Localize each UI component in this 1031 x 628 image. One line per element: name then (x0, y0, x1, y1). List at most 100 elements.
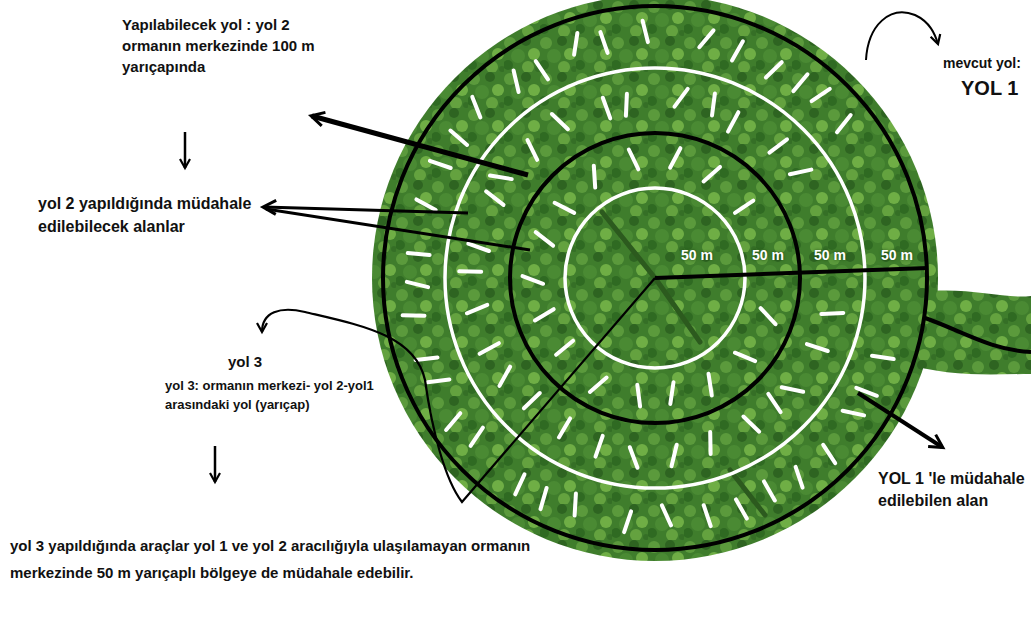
white-dash (471, 428, 483, 446)
white-dash (807, 344, 828, 351)
white-dash (536, 232, 553, 246)
white-dash (766, 62, 782, 77)
white-dash (594, 166, 595, 188)
road-3-title: yol 3 (228, 352, 288, 372)
white-dash (626, 94, 627, 116)
white-dash (523, 276, 544, 284)
white-dash (823, 445, 835, 463)
road-2-note: Yapılabilecek yol : yol 2 ormanın merkez… (122, 14, 327, 77)
white-dash (793, 74, 807, 91)
leader-arrow (312, 116, 528, 175)
white-dash (675, 89, 688, 107)
white-dash (728, 112, 738, 131)
road-1-name: YOL 1 (961, 76, 1027, 100)
intervention-dashes (403, 21, 894, 532)
white-dash (735, 353, 755, 361)
dimension: 50 m (675, 246, 719, 264)
white-dash (662, 505, 671, 525)
road-1-area-note: YOL 1 'le müdahale edilebilen alan (878, 468, 1026, 512)
white-dash (467, 305, 487, 313)
white-dash (821, 313, 843, 314)
white-dash (480, 343, 499, 354)
dimension: 50 m (746, 246, 790, 264)
white-dash (416, 358, 438, 361)
white-dash (515, 474, 524, 494)
white-dash (837, 115, 851, 132)
down-arrow (184, 132, 187, 168)
down-arrow (214, 446, 217, 482)
road-1-exit (925, 318, 1031, 352)
white-dash (428, 379, 450, 382)
white-dash (446, 413, 460, 430)
white-dash (430, 161, 451, 168)
white-dash (559, 418, 570, 437)
white-dash (552, 114, 568, 129)
road-1-title: mevcut yol: (943, 54, 1027, 72)
white-dash (782, 387, 804, 392)
white-dash (528, 140, 538, 160)
white-dash (541, 488, 547, 509)
white-dash (637, 385, 640, 407)
white-dash (472, 97, 480, 118)
white-dash (624, 511, 631, 532)
leader-arrow (858, 393, 942, 447)
white-dash (600, 32, 607, 53)
white-dash (459, 269, 481, 274)
dimension: 50 m (808, 246, 852, 264)
white-dash (699, 30, 713, 47)
white-dash (768, 394, 780, 412)
white-dash (514, 71, 519, 93)
white-dash (743, 417, 759, 432)
white-dash (535, 309, 554, 320)
forest-area (372, 0, 1031, 561)
white-dash (872, 356, 894, 359)
white-dash (416, 199, 435, 210)
white-dash (575, 494, 576, 516)
white-dash (403, 313, 425, 318)
white-dash (629, 150, 639, 170)
white-dash (590, 378, 607, 392)
white-dash (708, 432, 712, 454)
white-dash (843, 411, 865, 416)
white-dash (672, 445, 677, 466)
white-dash (556, 341, 573, 355)
white-dash (596, 436, 603, 457)
white-dash (735, 201, 753, 213)
white-dash (536, 61, 548, 79)
white-dash (670, 382, 673, 404)
dimension: 50 m (875, 246, 919, 264)
white-dash (408, 253, 430, 255)
white-dash (712, 94, 715, 116)
white-dash (790, 170, 812, 175)
white-dash (468, 244, 489, 251)
leader-arrow (266, 209, 530, 250)
white-dash (812, 89, 830, 101)
white-dash (796, 467, 803, 488)
white-dash (670, 148, 680, 168)
white-dash (450, 131, 467, 145)
white-dash (555, 203, 575, 213)
white-dash (643, 21, 648, 42)
white-dash (709, 374, 712, 396)
white-dash (490, 176, 512, 180)
white-dash (574, 33, 577, 55)
white-dash (486, 191, 503, 205)
white-dash (704, 167, 720, 182)
white-dash (761, 308, 776, 324)
road-3-note: yol 3: ormanın merkezi- yol 2-yol1 arası… (165, 376, 397, 414)
white-dash (603, 98, 611, 119)
white-dash (524, 393, 540, 408)
white-dash (736, 499, 747, 518)
radius-line (655, 268, 928, 278)
white-dash (407, 282, 428, 287)
white-dash (704, 505, 711, 526)
white-dash (500, 367, 511, 386)
road-2-area-note: yol 2 yapıldığında müdahale edilebilecek… (38, 192, 256, 238)
white-dash (630, 447, 638, 468)
road-3-effect-note: yol 3 yapıldığında araçlar yol 1 ve yol … (10, 532, 535, 586)
white-dash (732, 41, 743, 60)
white-dash (764, 481, 775, 500)
leader-arrow (866, 12, 938, 60)
white-dash (769, 139, 787, 152)
